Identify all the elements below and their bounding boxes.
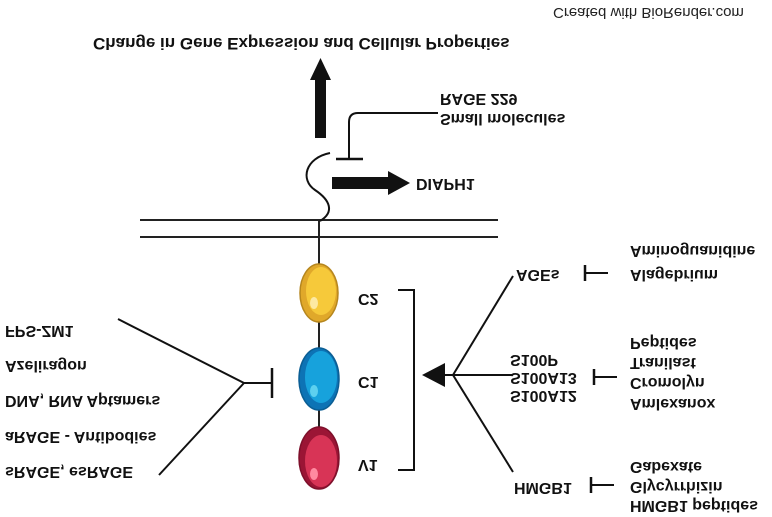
s100-inhibition-icon: [592, 369, 617, 385]
domain-bracket: [398, 289, 415, 471]
hmgb1-inhibitor: HMGB1 peptides: [630, 497, 759, 514]
signal-up-arrow-icon: [310, 58, 331, 138]
domain-c1: [298, 347, 340, 411]
domain-c2-label: C2: [358, 290, 379, 307]
domain-v1: [298, 426, 340, 490]
ligand-hmgb1-label: HMGB1: [514, 479, 572, 496]
inhibitor-small-molecules-label: Small molecules: [440, 110, 566, 127]
ages-inhibitor: Aminoguanidine: [630, 242, 756, 259]
hmgb1-inhibitor: Gabexate: [630, 458, 703, 475]
cytoplasmic-tail: [305, 152, 331, 222]
ages-inhibition-icon: [583, 265, 608, 281]
ligand-s100p-label: S100P: [510, 351, 559, 368]
extracellular-inhibitor: DNA, RNA Aptamers: [5, 392, 161, 409]
s100-inhibitor: Amlexanox: [630, 395, 716, 412]
domain-v1-label: V1: [358, 456, 378, 473]
ligand-ages-label: AGEs: [516, 266, 560, 283]
domain-c1-label: C1: [358, 373, 379, 390]
extracellular-inhibitor: Azeliragon: [5, 357, 87, 374]
diaph1-label: DIAPH1: [416, 175, 475, 192]
inhibitor-rage229-label: RAGE 229: [440, 90, 518, 107]
ligand-binding-arrow-icon: [422, 275, 514, 473]
extracellular-inhibition-icon: [117, 318, 274, 476]
diaph1-arrow-icon: [332, 171, 410, 195]
domain-c2: [299, 263, 339, 323]
extracellular-inhibitor: FPS-ZM1: [5, 322, 74, 339]
s100-inhibitor: Tranilast: [630, 354, 696, 371]
ligand-s100a12-label: S100A12: [510, 387, 577, 404]
hmgb1-inhibition-icon: [589, 477, 614, 493]
outcome-label: Change in Gene Expression and Cellular P…: [93, 34, 510, 53]
credit-label: Created with BioRender.com: [553, 4, 744, 21]
extracellular-inhibitor: sRAGE, esRAGE: [5, 463, 134, 480]
s100-inhibitor: Peptides: [630, 334, 697, 351]
hmgb1-inhibitor: Glycyrrhizin: [630, 478, 723, 495]
s100-inhibitor: Cromolyn: [630, 374, 705, 391]
small-molecule-inhibition-icon: [336, 112, 438, 161]
ligand-s100a13-label: S100A13: [510, 369, 577, 386]
ages-inhibitor: Alagebrium: [630, 266, 719, 283]
extracellular-inhibitor: aRAGE - Antibodies: [5, 428, 157, 445]
